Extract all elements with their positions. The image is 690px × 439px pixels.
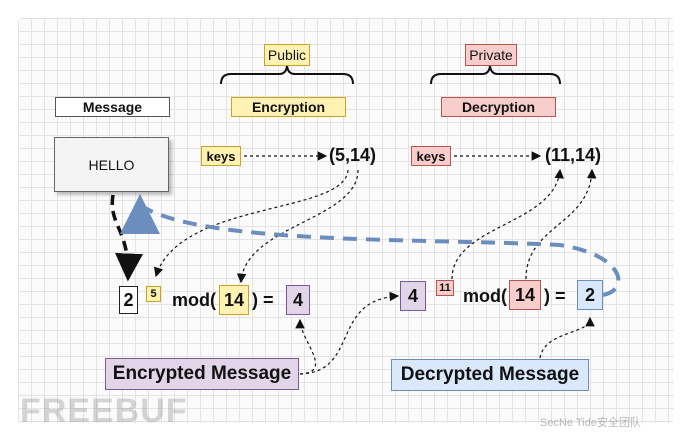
loop-back-arrow xyxy=(120,194,621,297)
dec-modulus: 14 xyxy=(509,280,541,310)
decrypted-caption-arrow xyxy=(539,316,595,359)
public-label: Public xyxy=(264,44,310,66)
enc-suffix: ) = xyxy=(252,290,274,310)
keys-dec-tag: keys xyxy=(411,146,451,166)
decryption-label: Decryption xyxy=(441,97,556,117)
watermark-credit: SecNe Tide安全团队 xyxy=(540,417,641,429)
dec-suffix: ) = xyxy=(544,286,566,306)
enc-mod-prefix: mod( xyxy=(172,290,216,310)
decrypted-message-caption: Decrypted Message xyxy=(391,359,589,391)
private-key-tuple: (11,14) xyxy=(545,145,602,165)
private-brace xyxy=(430,63,561,85)
message-label: Message xyxy=(55,97,170,117)
priv-exp-arrow xyxy=(451,168,565,280)
public-brace xyxy=(220,63,354,85)
enc-modulus: 14 xyxy=(219,285,249,315)
priv-mod-arrow xyxy=(525,168,597,280)
encrypted-caption-arrow xyxy=(295,318,317,375)
public-key-tuple: (5,14) xyxy=(329,145,377,165)
hello-message-box: HELLO xyxy=(54,137,169,192)
diagram-canvas xyxy=(18,18,674,423)
enc-exponent: 5 xyxy=(146,286,161,302)
enc-result: 4 xyxy=(286,285,310,315)
pub-mod-arrow xyxy=(236,169,359,284)
dec-base: 4 xyxy=(400,281,426,311)
private-label: Private xyxy=(465,44,517,66)
dec-result: 2 xyxy=(577,280,603,310)
message-to-base-arrow xyxy=(110,194,143,282)
enc-base: 2 xyxy=(119,286,138,314)
encrypted-message-caption: Encrypted Message xyxy=(105,358,299,390)
dec-exponent: 11 xyxy=(436,280,454,296)
watermark-logo: FREEBUF xyxy=(20,392,188,430)
encryption-label: Encryption xyxy=(231,97,346,117)
pub-exp-arrow xyxy=(153,169,349,278)
dec-mod-prefix: mod( xyxy=(463,286,507,306)
ciphertext-forward-arrow xyxy=(299,291,400,375)
keys-enc-tag: keys xyxy=(201,146,241,166)
